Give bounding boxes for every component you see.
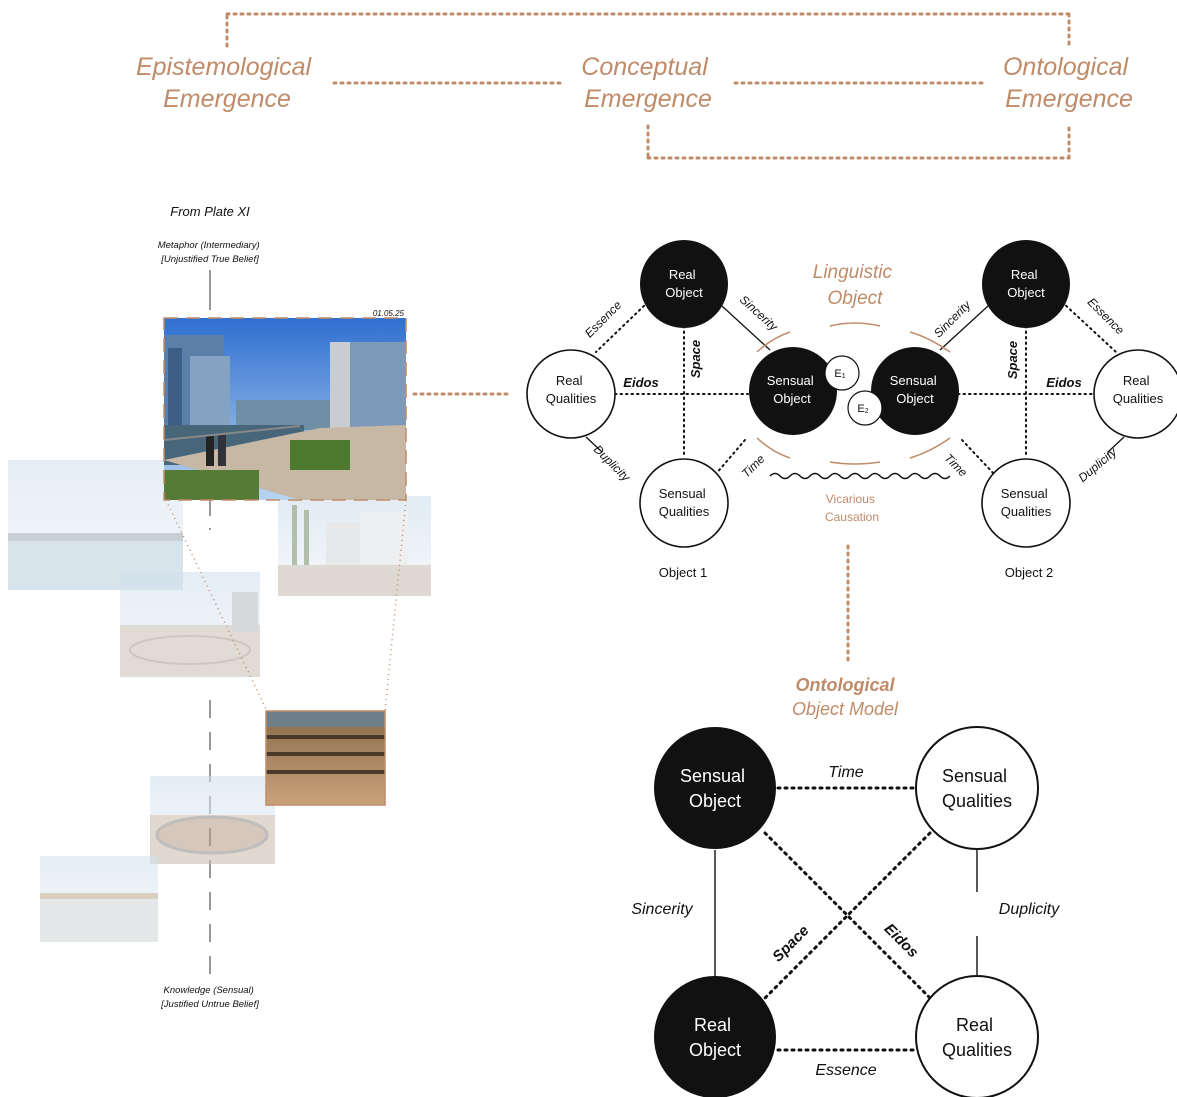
dotted-links bbox=[595, 301, 1117, 476]
real-object-2-label: Real Object bbox=[1007, 267, 1045, 300]
essence-label-2: Essence bbox=[1085, 295, 1128, 338]
sensual-object-2-node bbox=[871, 347, 959, 435]
faded-photo-beach bbox=[40, 856, 158, 942]
sensual-qualities-1-label: Sensual Qualities bbox=[659, 486, 710, 519]
model-essence-label: Essence bbox=[815, 1062, 876, 1079]
duplicity-label-1: Duplicity bbox=[591, 442, 634, 485]
e1-label: E1 bbox=[834, 368, 845, 380]
object-2-caption: Object 2 bbox=[1005, 565, 1053, 580]
linguistic-object-diagram: Real Object Real Qualities Sensual Objec… bbox=[526, 240, 1177, 580]
eidos-label-2: Eidos bbox=[1046, 375, 1081, 390]
sensual-qualities-1-node bbox=[639, 458, 729, 548]
e1-node bbox=[824, 355, 860, 391]
model-real-object-node bbox=[654, 976, 776, 1097]
e2-label: E2 bbox=[857, 403, 868, 415]
photo-timeline: From Plate XI Metaphor (Intermediary) [U… bbox=[8, 204, 431, 1010]
epistemological-label: Epistemological Emergence bbox=[136, 53, 318, 113]
ontological-object-model: Ontological Object Model Sensual Object … bbox=[631, 675, 1060, 1097]
duplicity-label-2: Duplicity bbox=[1076, 444, 1121, 485]
model-sensual-object-label: Sensual Object bbox=[680, 766, 750, 811]
model-sensual-qualities-label: Sensual Qualities bbox=[942, 766, 1012, 811]
sensual-object-2-label: Sensual Object bbox=[890, 373, 941, 406]
linguistic-object-title: Linguistic Object bbox=[813, 262, 898, 309]
source-label: From Plate XI bbox=[170, 204, 250, 219]
model-time-label: Time bbox=[828, 764, 864, 781]
real-qualities-1-node bbox=[526, 349, 616, 439]
e2-node bbox=[847, 390, 883, 426]
vicarious-causation-label: Vicarious Causation bbox=[825, 492, 879, 524]
model-sensual-object-node bbox=[654, 727, 776, 849]
faded-photo-plaza bbox=[150, 776, 275, 864]
knowledge-label: Knowledge (Sensual) [Justified Untrue Be… bbox=[160, 985, 259, 1010]
emergence-header: Epistemological Emergence Conceptual Eme… bbox=[136, 12, 1135, 160]
object-1-caption: Object 1 bbox=[659, 565, 707, 580]
model-sincerity-label: Sincerity bbox=[631, 901, 693, 918]
main-photo: 01.05.25 bbox=[163, 309, 407, 501]
sensual-qualities-2-label: Sensual Qualities bbox=[1001, 486, 1052, 519]
stairs-photo bbox=[265, 710, 386, 806]
solid-links bbox=[585, 305, 1125, 453]
ontological-model-subtitle: Object Model bbox=[792, 699, 899, 719]
sincerity-label-2: Sincerity bbox=[931, 297, 974, 340]
ontological-label: Ontological Emergence bbox=[1003, 53, 1135, 113]
model-duplicity-label: Duplicity bbox=[999, 901, 1060, 918]
metaphor-label: Metaphor (Intermediary) [Unjustified Tru… bbox=[158, 240, 263, 265]
real-object-1-node bbox=[640, 240, 728, 328]
real-object-1-label: Real Object bbox=[665, 267, 703, 300]
model-real-qualities-label: Real Qualities bbox=[942, 1015, 1012, 1060]
sensual-object-1-label: Sensual Object bbox=[767, 373, 818, 406]
faded-photo-amphitheater bbox=[120, 572, 260, 677]
real-qualities-2-node bbox=[1093, 349, 1177, 439]
essence-label-1: Essence bbox=[582, 298, 625, 341]
dotted-bracket bbox=[225, 12, 1071, 160]
space-label-1: Space bbox=[688, 340, 703, 378]
real-qualities-2-label: Real Qualities bbox=[1113, 373, 1164, 406]
sensual-qualities-2-node bbox=[981, 458, 1071, 548]
sincerity-label-1: Sincerity bbox=[737, 292, 781, 334]
time-label-2: Time bbox=[941, 451, 970, 480]
model-real-qualities-node bbox=[915, 975, 1039, 1097]
real-object-2-node bbox=[982, 240, 1070, 328]
real-qualities-1-label: Real Qualities bbox=[546, 373, 597, 406]
time-label-1: Time bbox=[739, 452, 768, 481]
model-real-object-label: Real Object bbox=[689, 1015, 741, 1060]
ontological-model-title: Ontological bbox=[796, 675, 896, 695]
conceptual-label: Conceptual Emergence bbox=[581, 53, 714, 113]
zoom-lines bbox=[165, 499, 407, 712]
eidos-label-1: Eidos bbox=[623, 375, 658, 390]
model-eidos-label: Eidos bbox=[881, 920, 922, 961]
model-sensual-qualities-node bbox=[915, 726, 1039, 850]
photo-date: 01.05.25 bbox=[373, 309, 405, 318]
linguistic-arcs bbox=[756, 322, 951, 480]
sensual-object-1-node bbox=[749, 347, 837, 435]
space-label-2: Space bbox=[1005, 341, 1020, 379]
faded-photo-marina bbox=[8, 460, 183, 590]
model-dotted-links bbox=[763, 786, 932, 1052]
faded-photo-towers bbox=[278, 496, 431, 596]
